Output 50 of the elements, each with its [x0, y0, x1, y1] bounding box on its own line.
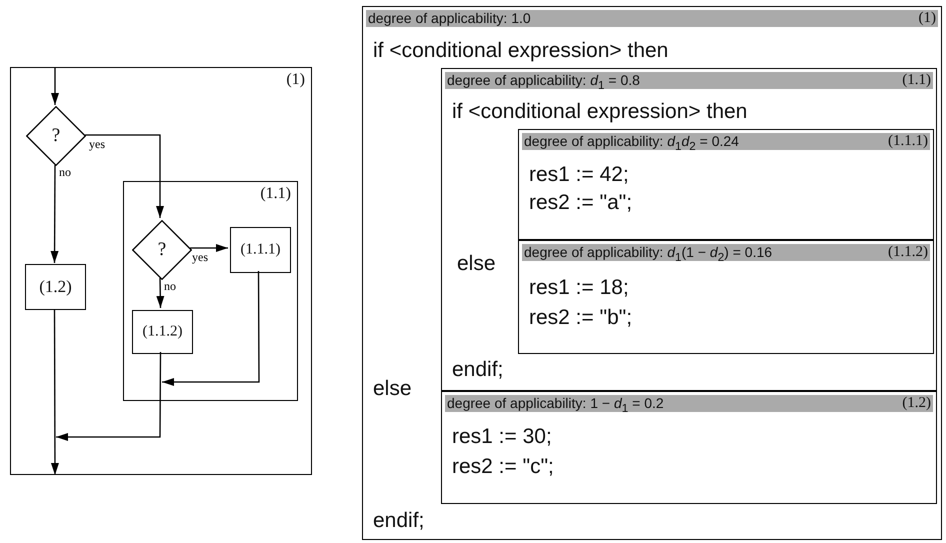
applicability-label: degree of applicability: 1.0: [368, 10, 531, 27]
section-number: (1.1.2): [888, 244, 928, 261]
region-box: [123, 181, 298, 401]
flow-arrow: [156, 278, 164, 308]
decision-diamond: [26, 106, 86, 166]
flow-arrow: [85, 134, 164, 218]
section-number: (1.2): [902, 395, 931, 412]
applicability-label: degree of applicability: d$_{1}$d$_{2}$ = 0.24: [524, 133, 739, 155]
code-line: res2 := "c";: [452, 455, 554, 479]
keyword: else: [457, 252, 496, 276]
code-line: res1 := 42;: [529, 163, 629, 187]
flow-arrow: [162, 271, 260, 386]
applicability-label: degree of applicability: 1 − d$_{1}$ = 0.2: [447, 395, 664, 417]
process-box: [132, 310, 193, 354]
section-number: (1.1.1): [888, 133, 928, 150]
code-line: res2 := "b";: [529, 306, 632, 330]
decision-diamond: [132, 220, 192, 280]
section-number: (1.1): [260, 185, 291, 203]
section-number: (1.1): [902, 72, 931, 89]
applicability-label: degree of applicability: d$_{1}$(1 − d$_{2}$) = 0.16: [524, 244, 772, 266]
code-block: [362, 6, 942, 540]
code-line: res1 := 30;: [452, 425, 552, 449]
region-box: [10, 67, 312, 475]
flow-arrow: [50, 165, 59, 263]
section-number: (1): [286, 71, 305, 89]
code-line: if <conditional expression> then: [373, 39, 668, 63]
code-block: [441, 391, 937, 504]
section-number: (1): [918, 10, 936, 27]
flow-arrow: [50, 309, 59, 475]
flow-arrow: [190, 244, 228, 252]
code-block: [518, 240, 934, 354]
keyword: endif;: [452, 358, 504, 382]
question-mark: ?: [52, 125, 60, 147]
applicability-label: degree of applicability: d$_{1}$ = 0.8: [447, 72, 640, 94]
code-block: [518, 129, 934, 240]
process-box: [25, 264, 86, 310]
code-line: if <conditional expression> then: [452, 100, 748, 124]
keyword: endif;: [373, 509, 424, 533]
code-line: res2 := "a";: [529, 191, 632, 215]
code-block: [441, 68, 937, 391]
edge-label: yes: [191, 251, 209, 264]
question-mark: ?: [158, 239, 166, 261]
flow-arrow: [51, 67, 59, 105]
code-line: res1 := 18;: [529, 276, 629, 300]
process-box: [230, 227, 291, 273]
flow-arrow: [56, 352, 162, 441]
keyword: else: [373, 377, 412, 401]
section-number: (1.1.2): [142, 324, 184, 340]
section-number: (1.1.1): [240, 242, 282, 258]
section-number: (1.2): [38, 277, 73, 297]
